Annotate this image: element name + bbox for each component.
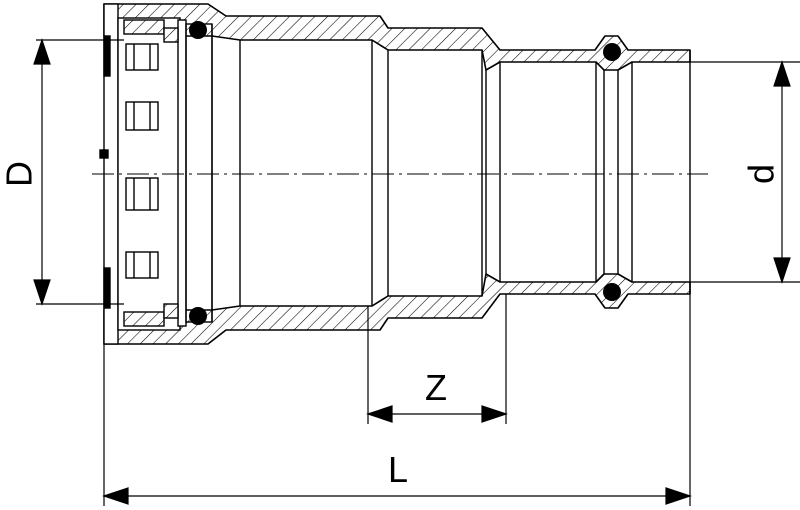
o-ring-top-left (189, 21, 207, 39)
fitting-body (103, 3, 691, 345)
dimension-D (33, 38, 124, 306)
dimension-label-L: L (388, 449, 408, 490)
dimension-label-Z: Z (425, 367, 447, 408)
fitting-wall-top (103, 3, 691, 71)
bore-lines (239, 40, 691, 306)
o-ring-bottom-left (189, 307, 207, 325)
dimension-label-D: D (0, 161, 40, 187)
dimension-L (102, 294, 692, 506)
o-ring-top-right (603, 43, 621, 61)
dimension-Z (366, 294, 508, 424)
dimension-d (690, 60, 800, 284)
o-rings (189, 21, 621, 325)
o-ring-bottom-right (603, 283, 621, 301)
dimension-label-d: d (741, 164, 782, 184)
fitting-wall-bottom (103, 273, 691, 345)
